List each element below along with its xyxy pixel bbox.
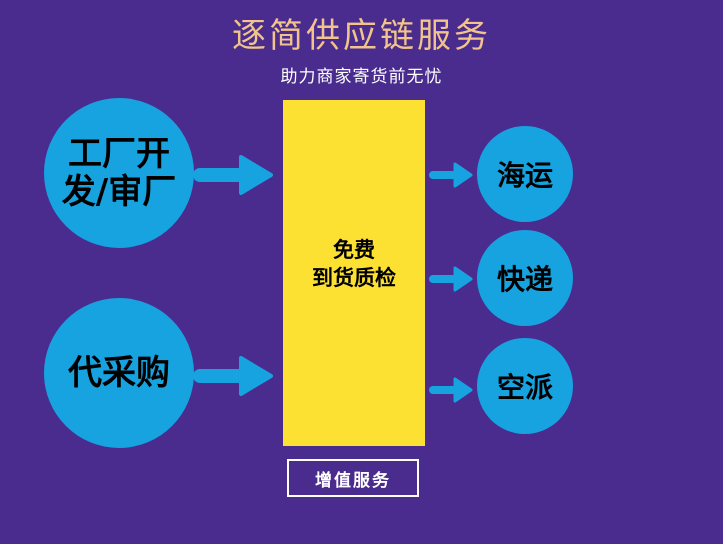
free-inspection-label: 免费 到货质检 (312, 238, 396, 290)
arrow-to-express (429, 266, 473, 292)
arrow-to-sea-freight (429, 162, 473, 188)
arrow-factory-to-inspection (193, 155, 273, 195)
node-sea-freight-label: 海运 (496, 159, 553, 192)
arrow-procurement-to-inspection (193, 356, 273, 396)
node-factory-development: 工厂开 发/审厂 (44, 98, 194, 248)
value-added-services-box: 增值服务 (287, 459, 419, 497)
node-air-freight-label: 空派 (496, 371, 553, 404)
node-procurement-label: 代采购 (68, 353, 170, 393)
node-express-label: 快递 (496, 263, 553, 296)
node-factory-development-label: 工厂开 发/审厂 (61, 134, 177, 212)
arrow-to-air-freight (429, 377, 473, 403)
node-air-freight: 空派 (477, 338, 573, 434)
node-sea-freight: 海运 (477, 126, 573, 222)
node-procurement: 代采购 (44, 298, 194, 448)
page-subtitle: 助力商家寄货前无忧 (280, 67, 443, 87)
value-added-services-label: 增值服务 (315, 470, 391, 491)
free-inspection-box: 免费 到货质检 (283, 100, 425, 446)
node-express: 快递 (477, 230, 573, 326)
page-title: 逐简供应链服务 (232, 16, 491, 56)
